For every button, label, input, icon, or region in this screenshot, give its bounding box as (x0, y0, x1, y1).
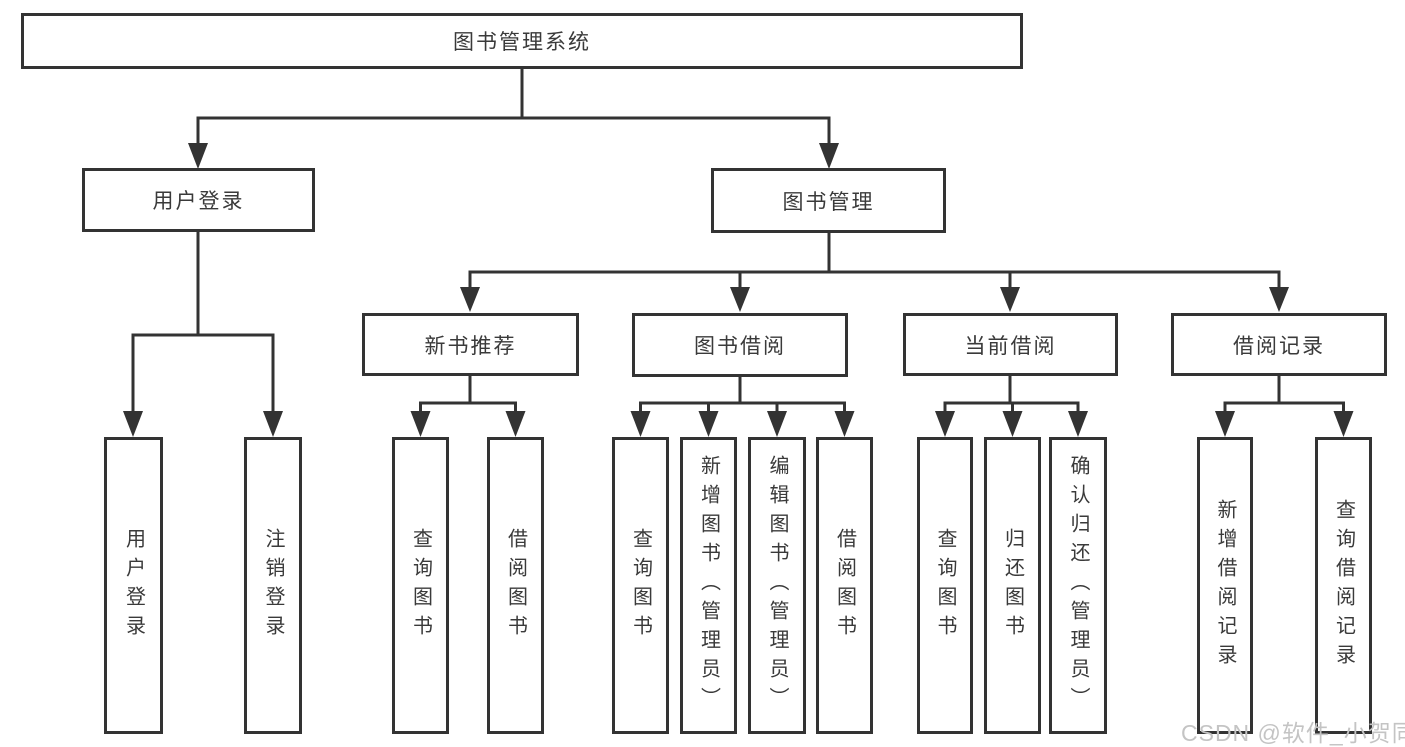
node-book-borrow: 图书借阅 (632, 313, 848, 377)
leaf-label: 归还图书 (1001, 527, 1024, 644)
leaf-return-books: 归还图书 (984, 437, 1041, 734)
leaf-label: 用户登录 (122, 527, 145, 644)
leaf-label: 新增图书（管理员） (697, 455, 720, 716)
leaf-add-books-admin: 新增图书（管理员） (680, 437, 737, 734)
connector-book-management-children (460, 233, 1289, 312)
node-label: 新书推荐 (424, 334, 517, 358)
leaf-recommend-query-books: 查询图书 (392, 437, 449, 734)
leaf-confirm-return-admin: 确认归还（管理员） (1049, 437, 1107, 734)
node-label: 借阅记录 (1233, 334, 1325, 358)
leaf-user-login: 用户登录 (104, 437, 163, 734)
node-user-login: 用户登录 (82, 168, 315, 232)
node-label: 图书借阅 (694, 335, 786, 358)
leaf-borrow-query-books: 查询图书 (612, 437, 669, 734)
leaf-query-borrow-record: 查询借阅记录 (1315, 437, 1372, 734)
leaf-label: 新增借阅记录 (1214, 498, 1236, 673)
node-label: 当前借阅 (964, 334, 1057, 358)
leaf-label: 借阅图书 (504, 527, 527, 644)
leaf-label: 注销登录 (262, 527, 284, 644)
connector-records-children (1215, 376, 1354, 437)
csdn-watermark: CSDN @软件_小贺同学 (1181, 720, 1405, 746)
node-root-system: 图书管理系统 (21, 13, 1023, 69)
leaf-logout: 注销登录 (244, 437, 302, 734)
connector-borrow-children (630, 376, 855, 437)
connector-current-children (935, 376, 1088, 437)
leaf-label: 查询图书 (629, 527, 652, 644)
leaf-label: 借阅图书 (833, 527, 856, 644)
leaf-current-query-books: 查询图书 (917, 437, 973, 734)
leaf-edit-books-admin: 编辑图书（管理员） (748, 437, 806, 734)
leaf-borrow-books: 借阅图书 (816, 437, 873, 734)
node-book-management: 图书管理 (711, 168, 946, 233)
leaf-add-borrow-record: 新增借阅记录 (1197, 437, 1253, 734)
leaf-label: 查询借阅记录 (1332, 498, 1355, 673)
leaf-label: 查询图书 (934, 527, 956, 644)
node-label: 用户登录 (152, 190, 245, 213)
leaf-recommend-borrow-books: 借阅图书 (487, 437, 544, 734)
node-borrow-records: 借阅记录 (1171, 313, 1387, 376)
node-label: 图书管理系统 (453, 31, 591, 54)
leaf-label: 确认归还（管理员） (1067, 455, 1089, 716)
connector-user-login-children (123, 232, 283, 437)
leaf-label: 编辑图书（管理员） (766, 455, 788, 716)
node-current-borrow: 当前借阅 (903, 313, 1118, 376)
leaf-label: 查询图书 (409, 527, 432, 644)
node-new-book-recommend: 新书推荐 (362, 313, 579, 376)
connector-recommend-children (410, 376, 526, 437)
connector-root-to-level2 (188, 69, 839, 169)
node-label: 图书管理 (782, 190, 875, 214)
